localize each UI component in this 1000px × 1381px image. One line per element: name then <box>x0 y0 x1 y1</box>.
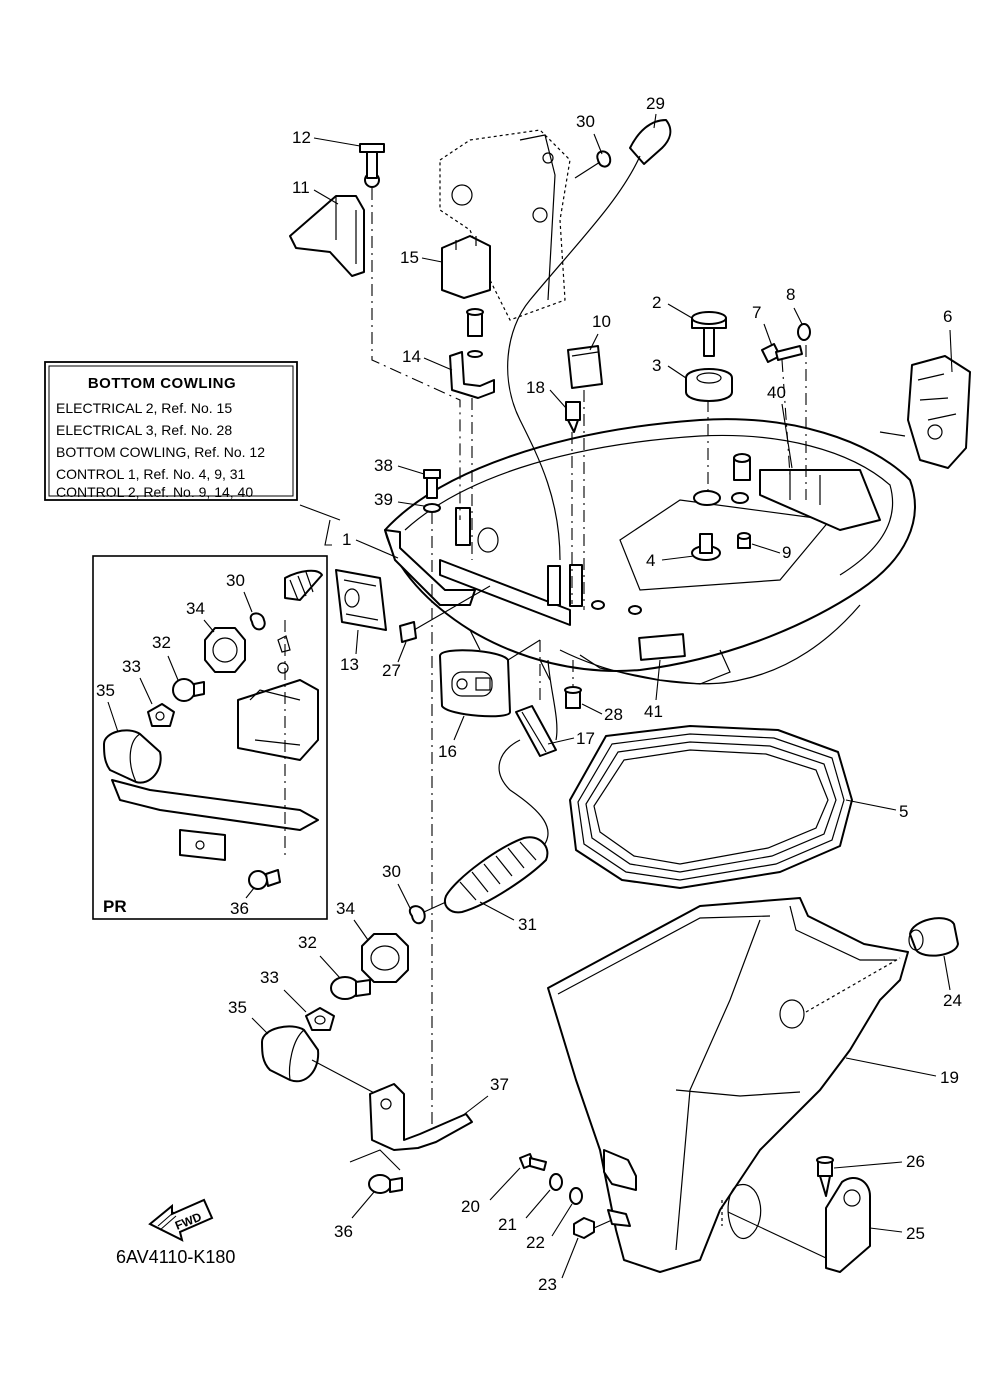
part-number: 6 <box>943 307 952 326</box>
part-number: 38 <box>374 456 393 475</box>
diagram-code: 6AV4110-K180 <box>116 1247 235 1267</box>
inset-part-number: 33 <box>122 657 141 676</box>
part-number: 7 <box>752 303 761 322</box>
part-number: 25 <box>906 1224 925 1243</box>
inset-part-number: 36 <box>230 899 249 918</box>
part-number: 12 <box>292 128 311 147</box>
part-number: 29 <box>646 94 665 113</box>
inset-part-number: 35 <box>96 681 115 700</box>
inset-part-number: 30 <box>226 571 245 590</box>
part-number: 37 <box>490 1075 509 1094</box>
part-number: 15 <box>400 248 419 267</box>
part-number: 40 <box>767 383 786 402</box>
info-box-line: BOTTOM COWLING, Ref. No. 12 <box>56 444 265 460</box>
part-number: 41 <box>644 702 663 721</box>
fwd-arrow-icon: FWD <box>148 1198 214 1242</box>
part-number: 34 <box>336 899 355 918</box>
info-box-line: ELECTRICAL 3, Ref. No. 28 <box>56 422 232 438</box>
pr-inset: PR 30 34 32 33 35 <box>92 555 328 920</box>
bottom-cowling <box>384 418 916 685</box>
inset-part-number: 34 <box>186 599 205 618</box>
part-number: 5 <box>899 802 908 821</box>
reference-info-box: BOTTOM COWLING ELECTRICAL 2, Ref. No. 15… <box>44 361 298 501</box>
part-number: 22 <box>526 1233 545 1252</box>
info-box-line: CONTROL 1, Ref. No. 4, 9, 31 <box>56 466 246 482</box>
part-number: 36 <box>334 1222 353 1241</box>
part-number: 16 <box>438 742 457 761</box>
part-number: 24 <box>943 991 962 1010</box>
info-box-title: BOTTOM COWLING <box>88 375 236 392</box>
part-number: 35 <box>228 998 247 1017</box>
part-number: 31 <box>518 915 537 934</box>
part-number: 20 <box>461 1197 480 1216</box>
part-number: 17 <box>576 729 595 748</box>
part-number: 8 <box>786 285 795 304</box>
part-number: 32 <box>298 933 317 952</box>
part-number: 4 <box>646 551 655 570</box>
info-box-line: ELECTRICAL 2, Ref. No. 15 <box>56 400 232 416</box>
part-number: 14 <box>402 347 421 366</box>
part-number: 28 <box>604 705 623 724</box>
part-number: 26 <box>906 1152 925 1171</box>
part-number: 1 <box>342 530 351 549</box>
gasket <box>569 725 853 889</box>
part-number: 27 <box>382 661 401 680</box>
part-callouts: 1 2 3 4 5 6 7 8 9 10 11 12 13 14 15 16 1… <box>228 94 962 1294</box>
inset-label: PR <box>103 897 127 916</box>
part-number: 30 <box>382 862 401 881</box>
part-number: 10 <box>592 312 611 331</box>
part-number: 11 <box>292 178 310 197</box>
part-number: 30 <box>576 112 595 131</box>
part-number: 2 <box>652 293 661 312</box>
part-number: 3 <box>652 356 661 375</box>
part-number: 23 <box>538 1275 557 1294</box>
lower-cover <box>547 897 909 1273</box>
info-box-line: CONTROL 2, Ref. No. 9, 14, 40 <box>56 484 253 500</box>
part-number: 21 <box>498 1215 517 1234</box>
part-number: 13 <box>340 655 359 674</box>
part-number: 18 <box>526 378 545 397</box>
part-number: 33 <box>260 968 279 987</box>
part-number: 39 <box>374 490 393 509</box>
part-number: 9 <box>782 543 791 562</box>
inset-part-number: 32 <box>152 633 171 652</box>
part-number: 19 <box>940 1068 959 1087</box>
